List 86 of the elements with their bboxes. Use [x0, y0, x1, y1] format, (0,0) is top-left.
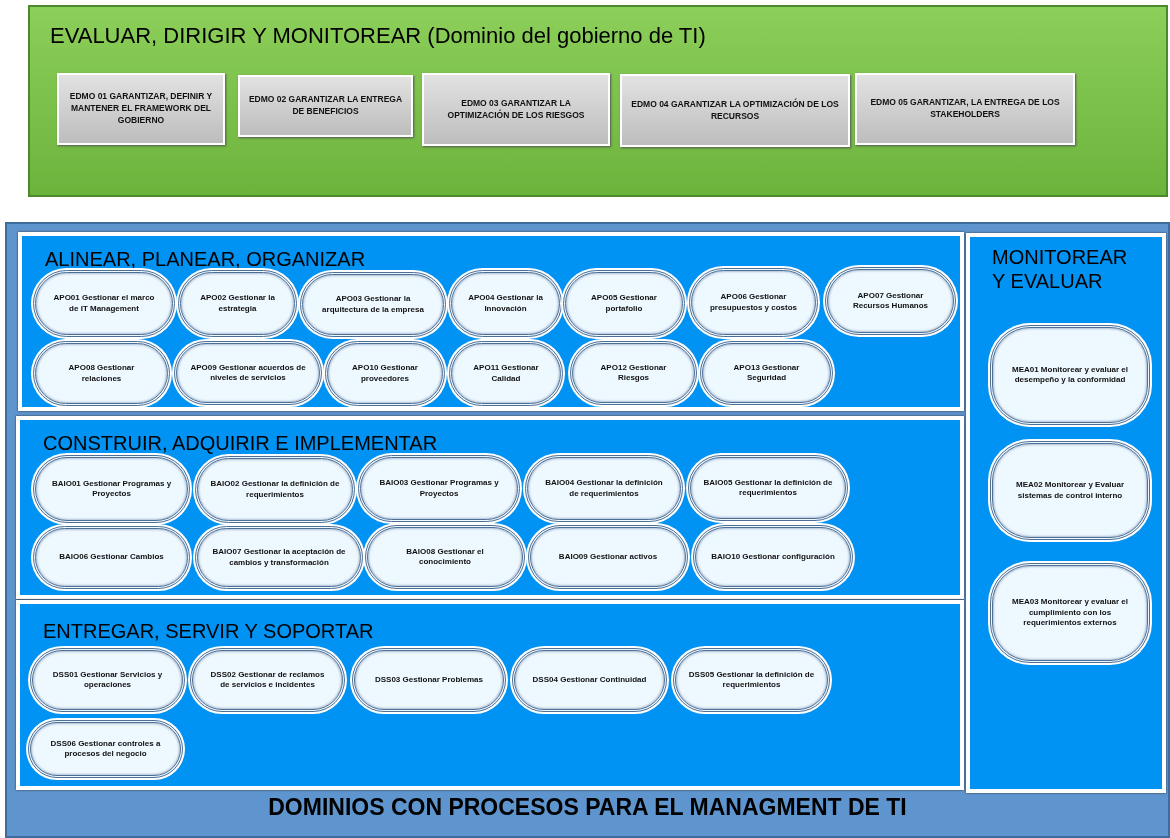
process-label: MEA01 Monitorear y evaluar el desempeño y la conformidad [1010, 364, 1129, 386]
process-pill [33, 526, 190, 589]
process-label: APO10 Gestionar proveedores [351, 363, 419, 384]
process-pill [689, 268, 818, 337]
process-pill [525, 455, 683, 522]
process-label: BAIO07 Gestionar la aceptación de cambios y transformación [211, 547, 347, 568]
process-label: BAIO06 Gestionar Cambios [58, 552, 165, 563]
process-pill [28, 720, 183, 778]
process-pill [449, 270, 562, 337]
process-pill [673, 648, 830, 712]
process-label: EDMO 02 GARANTIZAR LA ENTREGA DE BENEFICIOS [247, 94, 404, 118]
process-pill [990, 325, 1150, 425]
process-box [57, 73, 225, 145]
domain-panel [16, 600, 964, 790]
process-label: MEA03 Monitorear y evaluar el cumplimiento con los requerimientos externos [1010, 597, 1129, 629]
process-label: BAIO10 Gestionar configuración [710, 551, 836, 563]
process-pill [325, 341, 445, 406]
process-pill [178, 270, 297, 337]
domain-heading: ENTREGAR, SERVIR Y SOPORTAR [43, 620, 374, 643]
process-pill [174, 341, 322, 405]
process-label: APO12 Gestionar Riesgos [599, 362, 668, 384]
process-label: APO05 Gestionar portafolio [590, 293, 658, 314]
process-label: BAIO05 Gestionar la definición de requerimientos [702, 477, 834, 499]
process-label: EDMO 01 GARANTIZAR, DEFINIR Y MANTENER EL FRAMEWORK DEL GOBIERNO [68, 91, 214, 127]
domain-heading: MONITOREAR Y EVALUAR [992, 245, 1129, 293]
domain-panel [966, 233, 1166, 793]
domain-panel [16, 416, 964, 599]
process-label: DSS05 Gestionar la definición de requerimientos [687, 669, 816, 691]
process-label: DSS02 Gestionar de reclamos de servicios e incidentes [209, 669, 326, 691]
process-pill [195, 456, 355, 523]
process-label: APO09 Gestionar acuerdos de niveles de servicios [189, 362, 307, 384]
process-label: DSS04 Gestionar Continuidad [531, 674, 648, 686]
domain-heading: ALINEAR, PLANEAR, ORGANIZAR [45, 248, 366, 271]
process-pill [563, 270, 685, 337]
process-box [238, 75, 413, 137]
process-pill [825, 267, 956, 335]
process-pill [33, 455, 190, 523]
process-label: BAIO01 Gestionar Programas y Proyectos [50, 478, 173, 500]
process-label: EDMO 03 GARANTIZAR LA OPTIMIZACIÓN DE LOS RIESGOS [446, 97, 586, 122]
process-label: APO01 Gestionar el marco de IT Management [52, 293, 156, 314]
process-pill [190, 648, 345, 712]
process-pill [30, 648, 185, 712]
process-label: APO11 Gestionar Calidad [472, 363, 540, 384]
process-label: APO03 Gestionar la arquitectura de la empresa [321, 294, 425, 315]
process-label: APO08 Gestionar relaciones [67, 363, 136, 384]
process-box [855, 73, 1075, 145]
process-label: BAIO02 Gestionar la definición de requerimientos [209, 479, 341, 500]
process-pill [33, 270, 175, 337]
process-label: BAIO04 Gestionar la definición de requerimientos [544, 478, 664, 499]
process-pill [300, 272, 446, 337]
domain-panel [18, 232, 964, 411]
domain-panel [28, 5, 1168, 197]
process-pill [195, 526, 363, 589]
process-label: APO07 Gestionar Recursos Humanos [851, 290, 930, 312]
process-pill [528, 525, 688, 589]
process-pill [33, 341, 170, 406]
process-label: DSS01 Gestionar Servicios y operaciones [51, 669, 164, 691]
process-label: BAIO08 Gestionar el conocimiento [405, 546, 485, 568]
domain-heading: EVALUAR, DIRIGIR Y MONITOREAR (Dominio del gobierno de TI) [50, 23, 706, 49]
process-pill [570, 341, 697, 405]
process-pill [990, 441, 1150, 540]
process-pill [990, 563, 1150, 663]
process-label: APO06 Gestionar presupuestos y costos [708, 292, 799, 313]
domain-heading: CONSTRUIR, ADQUIRIR E IMPLEMENTAR [43, 432, 438, 455]
process-pill [352, 648, 506, 712]
process-label: MEA02 Monitorear y Evaluar sistemas de control interno [1014, 480, 1125, 501]
process-label: BAIO09 Gestionar activos [557, 551, 659, 563]
process-box [620, 74, 850, 147]
process-pill [700, 341, 833, 405]
process-label: APO13 Gestionar Seguridad [732, 362, 801, 384]
process-pill [512, 648, 667, 712]
process-label: APO02 Gestionar la estrategia [199, 293, 276, 314]
process-pill [688, 455, 848, 521]
process-box [422, 73, 610, 146]
process-pill [693, 525, 853, 589]
process-label: EDMO 04 GARANTIZAR LA OPTIMIZACIÓN DE LOS RECURSOS [630, 98, 840, 123]
process-label: EDMO 05 GARANTIZAR, LA ENTREGA DE LOS STAKEHOLDERS [869, 97, 1061, 121]
process-label: APO04 Gestionar la Innovación [467, 293, 544, 314]
process-pill [449, 341, 563, 406]
process-pill [358, 455, 520, 522]
process-label: DSS03 Gestionar Problemas [373, 674, 484, 686]
process-label: DSS06 Gestionar controles a procesos del negocio [49, 738, 162, 760]
process-pill [365, 525, 525, 589]
domain-panel [5, 222, 1170, 838]
process-label: BAIO03 Gestionar Programas y Proyectos [378, 478, 500, 499]
domain-heading: DOMINIOS CON PROCESOS PARA EL MANAGMENT DE TI [267, 794, 908, 821]
